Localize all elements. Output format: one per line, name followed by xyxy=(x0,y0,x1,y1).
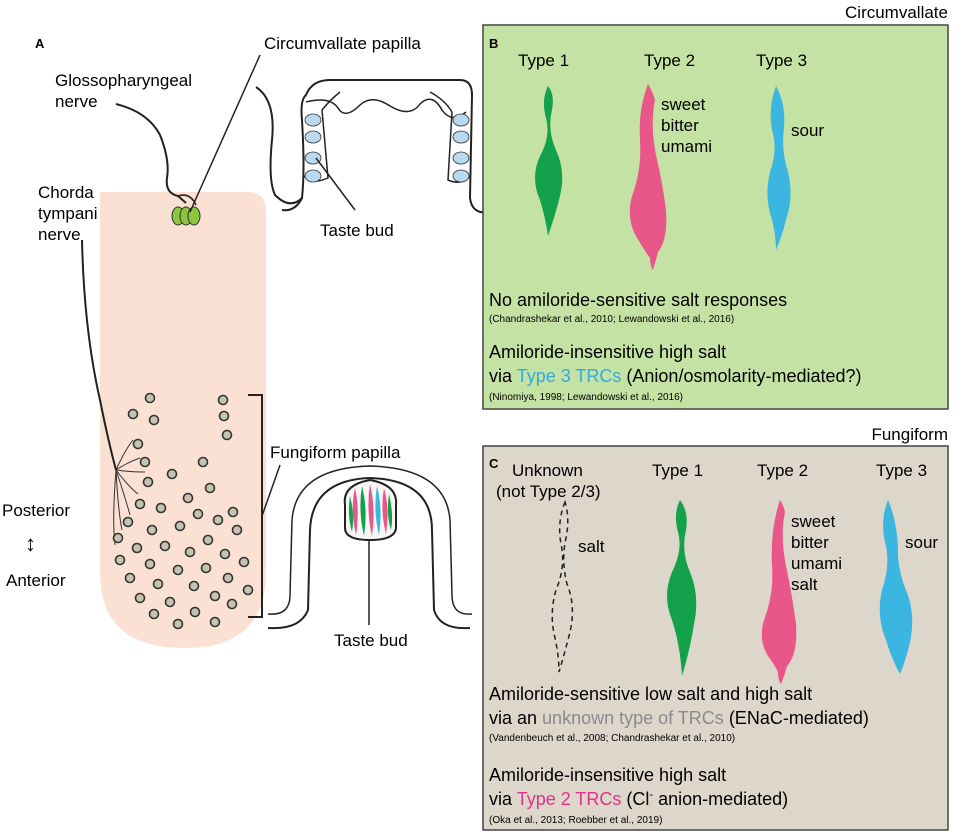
panel-c-type1-label: Type 1 xyxy=(652,461,703,480)
circumvallate-papilla-label: Circumvallate papilla xyxy=(264,34,421,53)
panel-c-type1-cell xyxy=(667,500,697,676)
panel-b-type1-label: Type 1 xyxy=(518,51,569,70)
panel-c-cl: (Cl xyxy=(621,789,649,809)
panel-c-sour: sour xyxy=(905,533,938,552)
panel-c-type2-trcs: Type 2 TRCs xyxy=(517,789,622,809)
chorda-tympani-nerve-line xyxy=(81,239,117,471)
chorda-tympani-label: Chorda tympani nerve xyxy=(38,183,102,244)
glossopharyngeal-nerve-line xyxy=(115,103,187,204)
glossopharyngeal-line1: Glossopharyngeal xyxy=(55,71,192,90)
anterior-label: Anterior xyxy=(6,571,66,590)
panel-c-header: Fungiform xyxy=(871,425,948,444)
fungiform-region-bracket xyxy=(248,394,263,618)
panel-b-insensitive-line1: Amiloride-insensitive high salt xyxy=(489,342,726,362)
panel-c-salt: salt xyxy=(791,575,818,594)
panel-b-sweet: sweet xyxy=(661,95,706,114)
panel-c-insensitive-line1: Amiloride-insensitive high salt xyxy=(489,765,726,785)
circumvallate-taste-buds xyxy=(304,113,470,183)
panel-c-ref2: (Oka et al., 2013; Roebber et al., 2019) xyxy=(489,815,662,826)
panel-b-mechanism: (Anion/osmolarity-mediated?) xyxy=(621,366,861,386)
circumvallate-papilla-diagram xyxy=(255,79,513,214)
glossopharyngeal-branch xyxy=(177,194,197,206)
fungiform-taste-bud-label: Taste bud xyxy=(334,631,408,650)
panel-b-bitter: bitter xyxy=(661,116,699,135)
panel-c-enac: (ENaC-mediated) xyxy=(724,708,869,728)
panel-c-umami: umami xyxy=(791,554,842,573)
panel-b-ref2: (Ninomiya, 1998; Lewandowski et al., 201… xyxy=(489,392,683,403)
panel-b-insensitive-line2: via Type 3 TRCs (Anion/osmolarity-mediat… xyxy=(489,366,862,386)
fungiform-papilla-label: Fungiform papilla xyxy=(270,443,401,462)
chorda-line1: Chorda xyxy=(38,183,94,202)
fungiform-papilla-diagram xyxy=(267,465,473,630)
glossopharyngeal-label: Glossopharyngeal nerve xyxy=(55,71,197,111)
panel-b-no-amiloride: No amiloride-sensitive salt responses xyxy=(489,290,787,310)
panel-c-unknown-label: Unknown xyxy=(512,461,583,480)
circumvallate-taste-bud-label: Taste bud xyxy=(320,221,394,240)
panel-b-ref1: (Chandrashekar et al., 2010; Lewandowski… xyxy=(489,314,734,325)
posterior-label: Posterior xyxy=(2,501,70,520)
panel-c-box xyxy=(482,445,949,831)
panel-b-sour: sour xyxy=(791,121,824,140)
panel-c-type2-cell xyxy=(761,500,797,684)
panel-c-cl-sup: - xyxy=(649,789,653,801)
tongue-circumvallate-buds xyxy=(171,206,201,226)
panel-b-type3-cell xyxy=(767,86,791,250)
panel-b-type2-cell xyxy=(629,84,667,270)
fungiform-taste-bud-cells xyxy=(348,484,393,536)
panel-c-unknown-cell xyxy=(551,499,574,673)
panel-b-via: via xyxy=(489,366,517,386)
panel-c-insensitive-line2: via Type 2 TRCs (Cl- anion-mediated) xyxy=(489,789,788,809)
panel-b-umami: umami xyxy=(661,137,712,156)
panel-a-letter: A xyxy=(35,36,45,51)
panel-c-sweet: sweet xyxy=(791,512,836,531)
panel-c-sensitive-line1: Amiloride-sensitive low salt and high sa… xyxy=(489,684,812,704)
panel-c-unknown-salt: salt xyxy=(578,537,605,556)
panel-c-via: via xyxy=(489,789,517,809)
panel-b-type3-label: Type 3 xyxy=(756,51,807,70)
panel-b-box xyxy=(482,24,949,410)
circumvallate-leader-line xyxy=(189,54,261,213)
panel-c-not-type-label: (not Type 2/3) xyxy=(496,482,601,501)
panel-c-anion: anion-mediated) xyxy=(653,789,788,809)
fungiform-papillae-dots xyxy=(112,392,254,630)
panel-c-type2-tastes: sweet bitter umami salt xyxy=(791,512,847,594)
panel-c-sensitive-line2: via an unknown type of TRCs (ENaC-mediat… xyxy=(489,708,869,728)
glossopharyngeal-line2: nerve xyxy=(55,92,98,111)
panel-c-type2-label: Type 2 xyxy=(757,461,808,480)
panel-c-ref1: (Vandenbeuch et al., 2008; Chandrashekar… xyxy=(489,733,735,744)
panel-c-type3-cell xyxy=(879,500,913,674)
panel-b-type2-tastes: sweet bitter umami xyxy=(661,95,712,156)
panel-b-type3-trcs: Type 3 TRCs xyxy=(517,366,622,386)
panel-c-type3-label: Type 3 xyxy=(876,461,927,480)
panel-c-letter: C xyxy=(489,456,499,471)
chorda-line3: nerve xyxy=(38,225,81,244)
panel-c-bitter: bitter xyxy=(791,533,829,552)
panel-b-header: Circumvallate xyxy=(845,3,948,22)
fungiform-leader-line xyxy=(261,464,281,517)
panel-b-type2-label: Type 2 xyxy=(644,51,695,70)
panel-b-type1-cell xyxy=(535,86,563,236)
chorda-line2: tympani xyxy=(38,204,98,223)
tongue-shape xyxy=(100,192,266,648)
panel-c-unknown-trcs: unknown type of TRCs xyxy=(542,708,724,728)
direction-arrow: ↕ xyxy=(25,531,36,556)
panel-b-letter: B xyxy=(489,36,498,51)
panel-c-via-an: via an xyxy=(489,708,542,728)
